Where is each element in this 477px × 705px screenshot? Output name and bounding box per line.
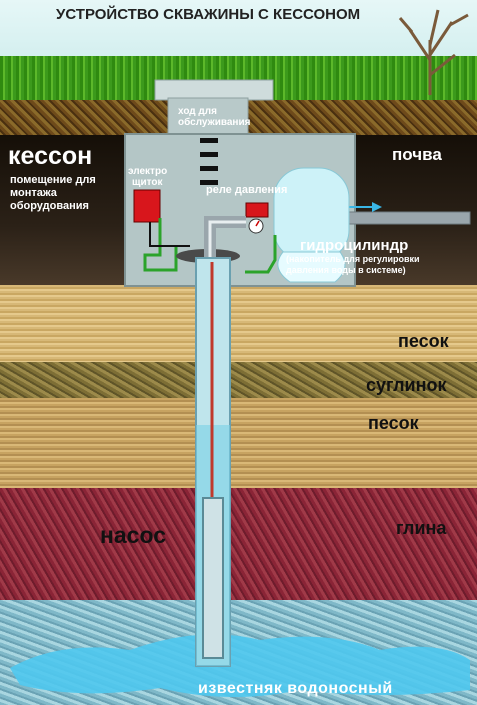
tank-desc-line1: (накопитель для регулировки: [286, 254, 420, 264]
loam-label: суглинок: [366, 375, 447, 395]
tree: [398, 9, 469, 95]
hatch-label-line1: ход для: [178, 106, 217, 117]
aquifer-water: [10, 634, 470, 698]
pump-label: насос: [100, 522, 167, 548]
wire-green-2: [245, 235, 277, 274]
pressure-relay-label: реле давления: [206, 184, 288, 196]
sand-label-1: песок: [398, 331, 449, 351]
hatch-label: ход для обслуживания: [178, 106, 250, 128]
wire-green: [143, 218, 178, 272]
panel-label-line2: щиток: [132, 177, 163, 188]
clay-label: глина: [396, 518, 447, 538]
sand-layer-2: [0, 398, 477, 490]
panel-label: электро щиток: [128, 166, 167, 188]
caisson-desc-line1: помещение для: [10, 174, 96, 186]
sand-layer-1: [0, 285, 477, 365]
page-title: УСТРОЙСТВО СКВАЖИНЫ С КЕССОНОМ: [56, 6, 361, 23]
pressure-gauge: [248, 218, 264, 234]
sky: [0, 0, 477, 60]
tank-label: гидроцилиндр: [300, 237, 409, 254]
service-hatch: [154, 79, 274, 101]
caisson-label: кессон: [8, 142, 93, 170]
caisson-desc-line3: оборудования: [10, 200, 89, 212]
ladder: [200, 138, 218, 185]
hatch-label-line2: обслуживания: [178, 117, 251, 128]
pump: [202, 497, 224, 659]
tank-desc-line2: давления воды в системе): [286, 265, 406, 275]
caisson-desc: помещение для монтажа оборудования: [10, 174, 96, 213]
wire-black: [149, 222, 190, 247]
hydro-tank: [273, 167, 350, 283]
limestone-label: известняк водоносный: [198, 680, 393, 697]
tank-desc: (накопитель для регулировки давления вод…: [286, 254, 420, 276]
soil-label: почва: [392, 145, 442, 164]
pressure-relay: [245, 202, 269, 218]
clay-layer: [0, 488, 477, 603]
caisson-desc-line2: монтажа: [10, 187, 57, 199]
electric-panel: [133, 189, 161, 223]
panel-label-line1: электро: [128, 166, 168, 177]
loam-layer: [0, 362, 477, 400]
sand-label-2: песок: [368, 413, 419, 433]
flow-arrow: [348, 202, 382, 212]
